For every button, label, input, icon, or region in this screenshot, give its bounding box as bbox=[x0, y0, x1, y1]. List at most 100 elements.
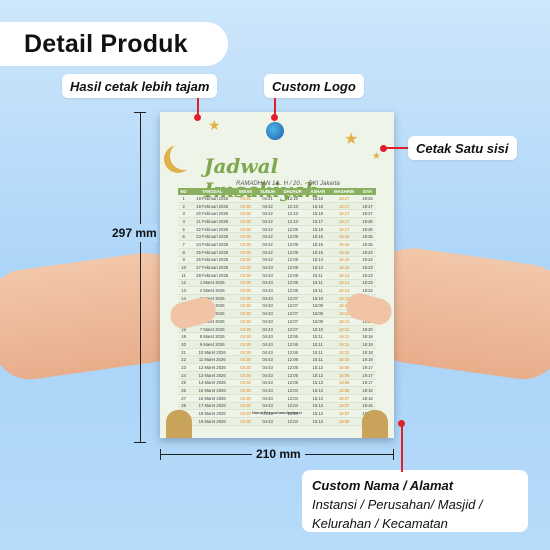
table-cell: 18 Februari 2026 bbox=[189, 195, 236, 203]
table-cell: 15:09 bbox=[306, 309, 330, 318]
table-cell: 15:11 bbox=[306, 355, 330, 365]
table-cell: 18:07 bbox=[329, 402, 360, 411]
table-cell: 27 Februari 2026 bbox=[189, 263, 236, 272]
table-cell: 15:11 bbox=[306, 271, 330, 280]
table-cell: 15:13 bbox=[306, 417, 330, 426]
header-pill: Detail Produk bbox=[0, 22, 228, 66]
table-cell: 04:42 bbox=[256, 256, 280, 265]
table-cell: 6 bbox=[178, 232, 190, 242]
table-cell: 12:04 bbox=[279, 417, 307, 426]
table-cell: 04:30 bbox=[235, 340, 257, 349]
table-cell: 12:04 bbox=[279, 394, 307, 403]
table-cell: 04:43 bbox=[256, 386, 280, 395]
page-title: Detail Produk bbox=[24, 29, 188, 58]
table-cell: 23 bbox=[178, 363, 190, 372]
height-dim-cap-top bbox=[134, 112, 146, 113]
table-cell: 19:26 bbox=[359, 195, 376, 203]
table-cell: 14 Maret 2026 bbox=[189, 379, 236, 388]
table-cell: 15:13 bbox=[306, 394, 330, 403]
table-cell: 15:09 bbox=[306, 317, 330, 326]
print-quality-dot bbox=[194, 114, 201, 121]
table-cell: 04:30 bbox=[235, 202, 257, 211]
table-cell: 15:13 bbox=[306, 402, 330, 411]
mosque-left-icon bbox=[166, 410, 192, 438]
table-cell: 04:30 bbox=[235, 355, 257, 365]
table-cell: 15:09 bbox=[306, 302, 330, 311]
table-cell: 18:15 bbox=[329, 263, 360, 272]
column-header: MAGHRIB bbox=[329, 188, 360, 195]
table-cell: 18 Maret 2026 bbox=[189, 409, 236, 418]
table-cell: 04:30 bbox=[235, 209, 257, 219]
table-cell: 12:09 bbox=[279, 225, 307, 234]
table-cell: 19:17 bbox=[359, 363, 376, 372]
table-cell: 04:30 bbox=[235, 417, 257, 426]
table-cell: 18:14 bbox=[329, 279, 360, 288]
table-cell: 12:04 bbox=[279, 386, 307, 395]
table-cell: 04:41 bbox=[256, 195, 280, 203]
table-cell: 28 Februari 2026 bbox=[189, 271, 236, 280]
custom-name-dot bbox=[398, 420, 405, 427]
table-cell: 15:11 bbox=[306, 279, 330, 288]
table-cell: 12 Maret 2026 bbox=[189, 363, 236, 372]
table-cell: 18:11 bbox=[329, 332, 360, 342]
table-cell: 19:24 bbox=[359, 248, 376, 257]
table-cell: 18:12 bbox=[329, 325, 360, 334]
callout-one-side: Cetak Satu sisi bbox=[408, 136, 517, 160]
table-cell: 18:12 bbox=[329, 309, 360, 318]
table-cell: 04:43 bbox=[256, 417, 280, 426]
table-cell: 19:23 bbox=[359, 271, 376, 280]
table-cell: 19:19 bbox=[359, 332, 376, 342]
table-cell: 15:13 bbox=[306, 379, 330, 388]
table-cell: 04:30 bbox=[235, 371, 257, 380]
custom-name-line-v bbox=[401, 424, 403, 472]
table-cell: 18:17 bbox=[329, 195, 360, 203]
table-cell: 9 Maret 2026 bbox=[189, 340, 236, 349]
table-cell: 15:16 bbox=[306, 195, 330, 203]
table-cell: 27 bbox=[178, 394, 190, 403]
table-cell: 12:07 bbox=[279, 317, 307, 326]
column-header: ASHAR bbox=[306, 188, 330, 195]
table-cell: 19:27 bbox=[359, 202, 376, 211]
star-icon: ★ bbox=[344, 131, 359, 148]
table-cell: 04:43 bbox=[256, 332, 280, 342]
table-cell: 12:07 bbox=[279, 294, 307, 303]
table-cell: 25 bbox=[178, 379, 190, 388]
table-cell: 1 Maret 2026 bbox=[189, 279, 236, 288]
table-cell: 18:17 bbox=[329, 225, 360, 234]
poster-subtitle: RAMADHAN 14.. H / 20.. - DKI Jakarta bbox=[236, 181, 340, 187]
width-dim-cap-left bbox=[160, 449, 161, 460]
table-cell: 12:07 bbox=[279, 302, 307, 311]
table-cell: 18 bbox=[178, 325, 190, 334]
table-cell: 24 Februari 2026 bbox=[189, 240, 236, 249]
table-cell: 19:17 bbox=[359, 379, 376, 388]
table-cell: 15:13 bbox=[306, 386, 330, 395]
table-cell: 18:08 bbox=[329, 379, 360, 388]
table-cell: 12:10 bbox=[279, 217, 307, 226]
table-cell: 18:17 bbox=[329, 209, 360, 219]
table-cell: 04:42 bbox=[256, 225, 280, 234]
table-cell: 19:22 bbox=[359, 286, 376, 295]
table-cell: 04:30 bbox=[235, 409, 257, 418]
star-icon: ★ bbox=[372, 151, 381, 162]
table-cell: 15:15 bbox=[306, 240, 330, 249]
table-cell: 20 Februari 2026 bbox=[189, 209, 236, 219]
table-cell: 04:30 bbox=[235, 240, 257, 249]
table-cell: 15:11 bbox=[306, 286, 330, 295]
table-cell: 04:30 bbox=[235, 302, 257, 311]
height-dim-cap-bottom bbox=[134, 442, 146, 443]
table-cell: 18:16 bbox=[329, 232, 360, 242]
table-cell: 15 Maret 2026 bbox=[189, 386, 236, 395]
table-cell: 04:31 bbox=[235, 195, 257, 203]
table-cell: 19:16 bbox=[359, 386, 376, 395]
table-cell: 12:06 bbox=[279, 355, 307, 365]
table-cell: 15:14 bbox=[306, 256, 330, 265]
table-cell: 19 Maret 2026 bbox=[189, 417, 236, 426]
